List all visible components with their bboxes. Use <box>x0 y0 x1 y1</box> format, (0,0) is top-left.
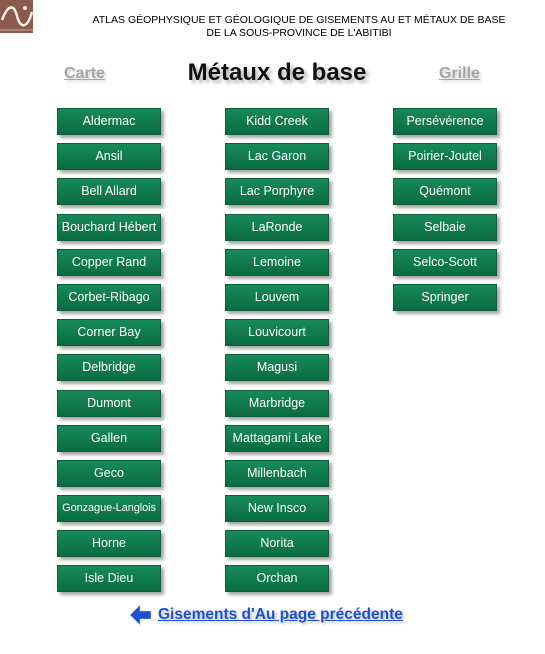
deposit-button-mattagami-lake[interactable]: Mattagami Lake <box>225 424 329 452</box>
deposit-button-corner-bay[interactable]: Corner Bay <box>57 319 161 347</box>
deposit-button-kidd-creek[interactable]: Kidd Creek <box>225 108 329 135</box>
atlas-logo-icon <box>0 0 33 33</box>
deposit-button-selco-scott[interactable]: Selco-Scott <box>393 248 497 276</box>
deposit-button-perseverence[interactable]: Persévérence <box>393 108 497 135</box>
deposit-button-laronde[interactable]: LaRonde <box>225 213 329 241</box>
atlas-header-line1: ATLAS GÉOPHYSIQUE ET GÉOLOGIQUE DE GISEM… <box>92 14 506 26</box>
deposit-button-geco[interactable]: Geco <box>57 459 161 487</box>
deposit-button-copper-rand[interactable]: Copper Rand <box>57 248 161 276</box>
deposit-button-gonzague-langlois[interactable]: Gonzague-Langlois <box>57 495 161 523</box>
deposit-button-marbridge[interactable]: Marbridge <box>225 389 329 417</box>
deposit-button-magusi[interactable]: Magusi <box>225 354 329 382</box>
deposit-button-horne[interactable]: Horne <box>57 530 161 558</box>
deposit-button-ansil[interactable]: Ansil <box>57 143 161 171</box>
deposit-button-orchan[interactable]: Orchan <box>225 565 329 593</box>
page-title: Métaux de base <box>187 59 367 86</box>
deposit-button-corbet-ribago[interactable]: Corbet-Ribago <box>57 283 161 311</box>
deposit-button-lac-garon[interactable]: Lac Garon <box>225 143 329 171</box>
deposit-button-louvem[interactable]: Louvem <box>225 283 329 311</box>
deposit-column-1: Aldermac Ansil Bell Allard Bouchard Hébe… <box>57 108 161 601</box>
deposit-column-2: Kidd Creek Lac Garon Lac Porphyre LaRond… <box>225 108 329 601</box>
atlas-header-line2: DE LA SOUS-PROVINCE DE L'ABITIBI <box>206 27 392 39</box>
deposit-button-bell-allard[interactable]: Bell Allard <box>57 178 161 206</box>
deposit-button-delbridge[interactable]: Delbridge <box>57 354 161 382</box>
deposit-button-selbaie[interactable]: Selbaie <box>393 213 497 241</box>
deposit-button-aldermac[interactable]: Aldermac <box>57 108 161 135</box>
deposit-button-bouchard-hebert[interactable]: Bouchard Hébert <box>57 213 161 241</box>
deposit-column-3: Persévérence Poirier-Joutel Quémont Selb… <box>393 108 497 319</box>
deposit-button-louvicourt[interactable]: Louvicourt <box>225 319 329 347</box>
deposit-button-norita[interactable]: Norita <box>225 530 329 558</box>
deposit-button-dumont[interactable]: Dumont <box>57 389 161 417</box>
arrow-left-icon <box>129 604 152 626</box>
deposit-button-isle-dieu[interactable]: Isle Dieu <box>57 565 161 593</box>
back-to-gold-deposits-link[interactable]: Gisements d'Au page précédente <box>128 601 403 629</box>
deposit-button-new-insco[interactable]: New Insco <box>225 495 329 523</box>
deposit-button-lac-porphyre[interactable]: Lac Porphyre <box>225 178 329 206</box>
deposit-button-quemont[interactable]: Quémont <box>393 178 497 206</box>
deposit-button-poirier-joutel[interactable]: Poirier-Joutel <box>393 143 497 171</box>
carte-link[interactable]: Carte <box>64 65 105 82</box>
grille-link[interactable]: Grille <box>439 65 480 82</box>
deposit-button-lemoine[interactable]: Lemoine <box>225 248 329 276</box>
back-link-label: Gisements d'Au page précédente <box>158 606 403 623</box>
deposit-button-millenbach[interactable]: Millenbach <box>225 459 329 487</box>
deposit-button-springer[interactable]: Springer <box>393 283 497 311</box>
atlas-header: ATLAS GÉOPHYSIQUE ET GÉOLOGIQUE DE GISEM… <box>60 14 538 40</box>
deposit-button-gallen[interactable]: Gallen <box>57 424 161 452</box>
